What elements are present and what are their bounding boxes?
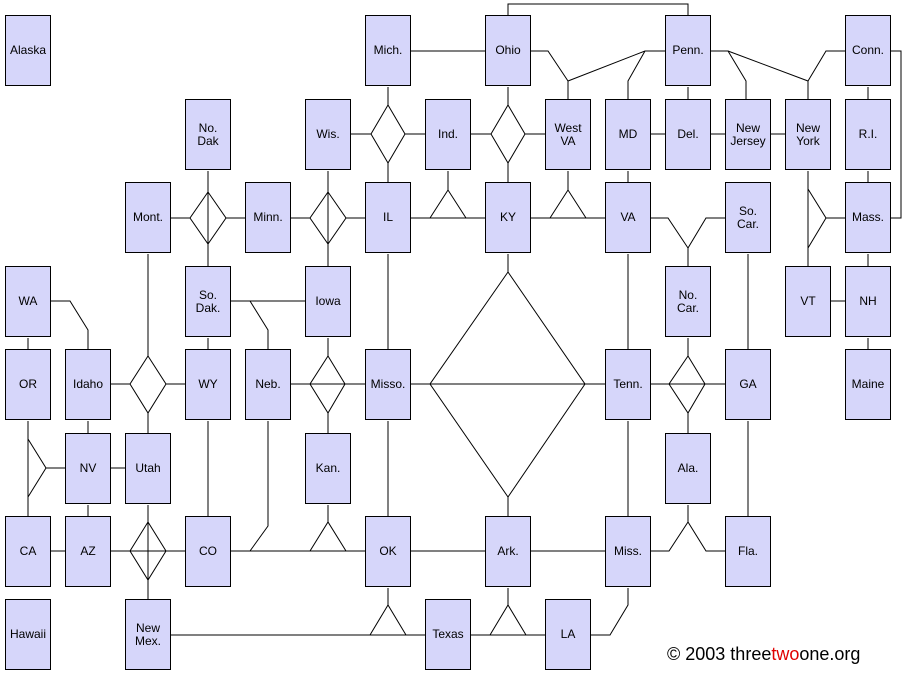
connector-line xyxy=(687,217,725,249)
state-box-utah: Utah xyxy=(125,433,171,504)
state-box-fla: Fla. xyxy=(725,516,771,587)
state-box-no-car: No. Car. xyxy=(665,266,711,337)
connector-line xyxy=(651,505,689,552)
connector-line xyxy=(891,50,902,219)
connector-line xyxy=(591,588,629,636)
state-box-conn: Conn. xyxy=(845,15,891,86)
connector-line xyxy=(727,50,809,82)
state-box-west-va: West VA xyxy=(545,99,591,170)
state-box-new-jersey: New Jersey xyxy=(725,99,771,170)
connector-line xyxy=(627,50,646,99)
state-box-md: MD xyxy=(605,99,651,170)
connector-line xyxy=(129,355,167,414)
connector-line xyxy=(711,50,747,99)
state-box-so-car: So. Car. xyxy=(725,182,771,253)
state-box-ga: GA xyxy=(725,349,771,420)
state-box-misso: Misso. xyxy=(365,349,411,420)
state-box-penn: Penn. xyxy=(665,15,711,86)
state-box-new-york: New York xyxy=(785,99,831,170)
connector-line xyxy=(429,189,467,219)
state-box-r-i: R.I. xyxy=(845,99,891,170)
state-box-ky: KY xyxy=(485,182,531,253)
connector-line xyxy=(490,104,526,164)
state-box-texas: Texas xyxy=(425,599,471,670)
state-box-minn: Minn. xyxy=(245,182,291,253)
state-box-maine: Maine xyxy=(845,349,891,420)
copyright-prefix: © 2003 three xyxy=(667,644,772,664)
state-box-or: OR xyxy=(5,349,51,420)
state-box-wa: WA xyxy=(5,266,51,337)
state-box-ohio: Ohio xyxy=(485,15,531,86)
connector-line xyxy=(687,521,725,552)
state-box-ca: CA xyxy=(5,516,51,587)
connector-line xyxy=(51,300,89,349)
state-box-vt: VT xyxy=(785,266,831,337)
connector-line xyxy=(249,300,269,349)
state-box-ala: Ala. xyxy=(665,433,711,504)
state-box-ind: Ind. xyxy=(425,99,471,170)
state-box-so-dak: So. Dak. xyxy=(185,266,231,337)
state-box-mich: Mich. xyxy=(365,15,411,86)
state-box-new-mex: New Mex. xyxy=(125,599,171,670)
state-box-wy: WY xyxy=(185,349,231,420)
state-box-miss: Miss. xyxy=(605,516,651,587)
connector-line xyxy=(507,3,689,15)
connector-line xyxy=(249,421,269,552)
state-box-ok: OK xyxy=(365,516,411,587)
connector-line xyxy=(651,217,689,266)
state-box-idaho: Idaho xyxy=(65,349,111,420)
connector-line xyxy=(807,50,845,99)
state-box-co: CO xyxy=(185,516,231,587)
connector-line xyxy=(309,521,347,552)
connector-line xyxy=(549,189,587,219)
connector-line xyxy=(807,188,827,249)
state-box-nv: NV xyxy=(65,433,111,504)
connector-line xyxy=(27,438,47,498)
state-box-del: Del. xyxy=(665,99,711,170)
state-box-iowa: Iowa xyxy=(305,266,351,337)
connector-line xyxy=(369,604,407,636)
state-box-mass: Mass. xyxy=(845,182,891,253)
copyright-suffix: one.org xyxy=(799,644,861,664)
state-box-va: VA xyxy=(605,182,651,253)
connector-line xyxy=(489,604,527,636)
state-box-mont: Mont. xyxy=(125,182,171,253)
connector-line xyxy=(370,104,406,164)
state-box-tenn: Tenn. xyxy=(605,349,651,420)
connector-line xyxy=(531,50,569,99)
state-box-kan: Kan. xyxy=(305,433,351,504)
state-box-ark: Ark. xyxy=(485,516,531,587)
state-box-alaska: Alaska xyxy=(5,15,51,86)
connector-line xyxy=(129,521,167,581)
state-box-il: IL xyxy=(365,182,411,253)
state-box-az: AZ xyxy=(65,516,111,587)
state-box-neb: Neb. xyxy=(245,349,291,420)
connector-line xyxy=(309,191,347,245)
state-box-no-dak: No. Dak xyxy=(185,99,231,170)
state-box-la: LA xyxy=(545,599,591,670)
connector-line xyxy=(189,191,227,245)
state-box-hawaii: Hawaii xyxy=(5,599,51,670)
state-box-nh: NH xyxy=(845,266,891,337)
copyright-highlight: two xyxy=(771,644,800,664)
state-box-wis: Wis. xyxy=(305,99,351,170)
connector-line xyxy=(567,50,665,82)
copyright-notice: © 2003 threetwoone.org xyxy=(667,644,860,665)
